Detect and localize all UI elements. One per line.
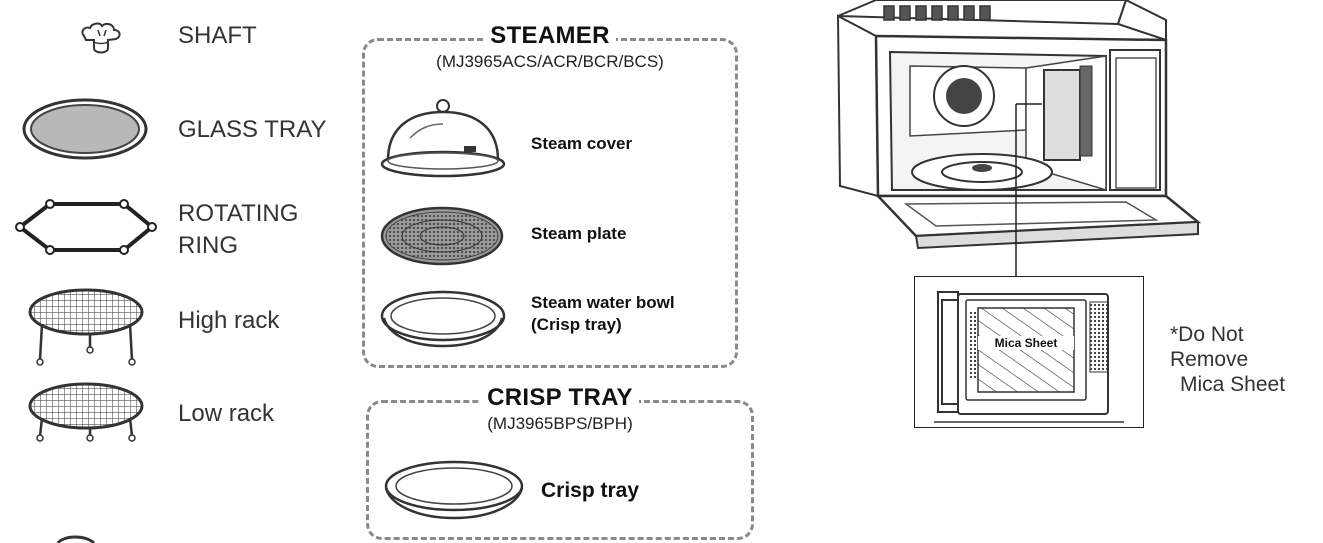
mica-note-line2: Mica Sheet xyxy=(1180,373,1286,396)
rotating-ring-icon xyxy=(15,199,157,255)
glass-tray-label: GLASS TRAY xyxy=(178,116,327,143)
steamer-models: (MJ3965ACS/ACR/BCR/BCS) xyxy=(436,52,664,71)
crisp-tray-label: Crisp tray xyxy=(541,479,640,502)
low-rack-label: Low rack xyxy=(178,400,275,427)
glass-tray-icon xyxy=(22,98,148,160)
shaft-icon xyxy=(81,22,121,54)
crisp-tray-icon xyxy=(384,460,524,520)
steamer-title: STEAMER xyxy=(484,22,616,49)
crisp-header: CRISP TRAY xyxy=(366,384,754,412)
mica-note-line1: *Do Not Remove xyxy=(1170,323,1249,371)
callout-line xyxy=(1015,103,1042,276)
crisp-title: CRISP TRAY xyxy=(481,384,639,411)
mica-note: *Do Not Remove Mica Sheet xyxy=(1170,322,1323,397)
shaft-label: SHAFT xyxy=(178,22,257,49)
low-rack-icon xyxy=(28,382,144,442)
high-rack-label: High rack xyxy=(178,307,280,334)
rotating-ring-label: ROTATING RING xyxy=(178,198,298,262)
mica-sheet-label: Mica Sheet xyxy=(978,336,1074,350)
steam-water-bowl-icon xyxy=(380,290,506,348)
steam-cover-icon xyxy=(380,99,506,178)
steam-plate-label: Steam plate xyxy=(531,224,627,243)
crisp-models: (MJ3965BPS/BPH) xyxy=(487,414,633,433)
steam-plate-icon xyxy=(380,206,504,266)
steam-water-bowl-label-line1: Steam water bowl xyxy=(531,293,675,312)
steamer-header: STEAMER xyxy=(362,22,738,50)
steam-water-bowl-label-line2: (Crisp tray) xyxy=(531,315,622,334)
partial-part-icon xyxy=(56,535,96,543)
steam-water-bowl-label: Steam water bowl (Crisp tray) xyxy=(531,292,675,336)
oven-illustration xyxy=(836,0,1202,250)
rotating-ring-label-line1: ROTATING xyxy=(178,200,299,227)
rotating-ring-label-line2: RING xyxy=(178,232,238,259)
steam-cover-label: Steam cover xyxy=(531,134,633,153)
high-rack-icon xyxy=(28,288,144,366)
mica-inset-drawing xyxy=(934,291,1124,423)
